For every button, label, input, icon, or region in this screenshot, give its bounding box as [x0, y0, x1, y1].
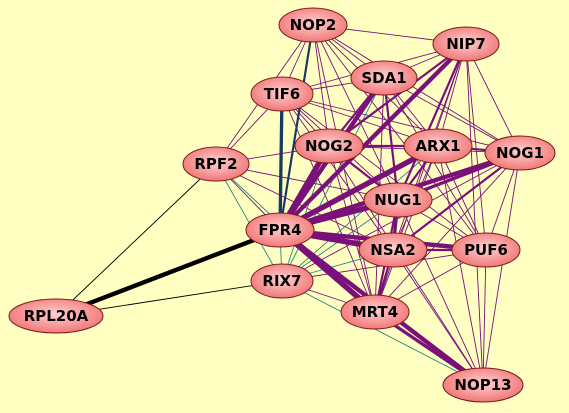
edge-fpr4-arx1 — [277, 143, 441, 233]
edge-nop2-puf6 — [312, 24, 487, 251]
edge-nug1-nop13 — [397, 199, 484, 386]
node-label: NUG1 — [374, 191, 421, 209]
node-ellipse — [442, 367, 524, 403]
edge-rix7-nop13 — [281, 280, 484, 386]
node-label: RIX7 — [262, 272, 301, 290]
edge-nog2-nop2 — [312, 24, 330, 147]
node-label: FPR4 — [258, 221, 301, 239]
edge-nip7-nog1 — [465, 43, 521, 154]
edge-rpf2-rpl20a — [55, 163, 217, 317]
edge-nog2-nip7 — [327, 42, 468, 148]
edge-arx1-nop13 — [437, 145, 484, 386]
node-nip7[interactable]: NIP7 — [432, 26, 500, 62]
node-label: SDA1 — [361, 69, 406, 87]
edge-nog1-mrt4 — [374, 152, 521, 313]
node-ellipse — [245, 212, 315, 248]
edge-tif6-nog1 — [281, 93, 521, 154]
node-fpr4[interactable]: FPR4 — [245, 212, 315, 248]
node-ellipse — [403, 128, 473, 164]
node-ellipse — [182, 146, 250, 182]
node-nug1[interactable]: NUG1 — [363, 182, 433, 218]
node-label: ARX1 — [415, 137, 460, 155]
edge-nsa2-nog1 — [391, 151, 522, 252]
node-label: MRT4 — [352, 303, 398, 321]
node-label: NOP2 — [290, 16, 337, 34]
node-rpl20a[interactable]: RPL20A — [8, 298, 104, 334]
node-ellipse — [250, 76, 314, 112]
edge-fpr4-tif6 — [278, 92, 284, 232]
edge-fpr4-nip7 — [277, 41, 469, 233]
node-ellipse — [432, 26, 500, 62]
edge-puf6-nop13 — [482, 249, 487, 386]
node-arx1[interactable]: ARX1 — [403, 128, 473, 164]
node-sda1[interactable]: SDA1 — [350, 60, 418, 96]
node-ellipse — [278, 7, 348, 43]
node-ellipse — [340, 294, 410, 330]
node-label: NOG1 — [496, 144, 544, 162]
node-label: PUF6 — [464, 241, 508, 259]
edge-nug1-nip7 — [396, 42, 468, 202]
node-ellipse — [451, 232, 521, 268]
node-mrt4[interactable]: MRT4 — [340, 294, 410, 330]
node-label: RPL20A — [24, 307, 89, 325]
edge-fpr4-nop2 — [278, 23, 315, 232]
node-nop2[interactable]: NOP2 — [278, 7, 348, 43]
node-label: NIP7 — [446, 35, 486, 53]
node-ellipse — [350, 60, 418, 96]
node-ellipse — [363, 182, 433, 218]
node-rpf2[interactable]: RPF2 — [182, 146, 250, 182]
node-nog1[interactable]: NOG1 — [484, 135, 556, 171]
node-ellipse — [250, 263, 314, 299]
node-label: RPF2 — [194, 155, 237, 173]
node-label: TIF6 — [264, 85, 301, 103]
node-rix7[interactable]: RIX7 — [250, 263, 314, 299]
edge-nop2-nog1 — [312, 24, 521, 154]
edge-nip7-puf6 — [465, 43, 487, 251]
node-ellipse — [8, 298, 104, 334]
node-label: NSA2 — [370, 241, 415, 259]
node-ellipse — [484, 135, 556, 171]
edge-nug1-sda1 — [382, 76, 400, 202]
node-nop13[interactable]: NOP13 — [442, 367, 524, 403]
node-nsa2[interactable]: NSA2 — [358, 232, 428, 268]
node-label: NOP13 — [454, 376, 511, 394]
node-nog2[interactable]: NOG2 — [294, 128, 364, 164]
node-ellipse — [294, 128, 364, 164]
node-tif6[interactable]: TIF6 — [250, 76, 314, 112]
node-puf6[interactable]: PUF6 — [451, 232, 521, 268]
edge-fpr4-rpl20a — [53, 227, 283, 319]
node-ellipse — [358, 232, 428, 268]
edge-nip7-nop13 — [465, 43, 484, 386]
node-label: NOG2 — [305, 137, 353, 155]
edge-nog1-nop13 — [482, 152, 521, 386]
